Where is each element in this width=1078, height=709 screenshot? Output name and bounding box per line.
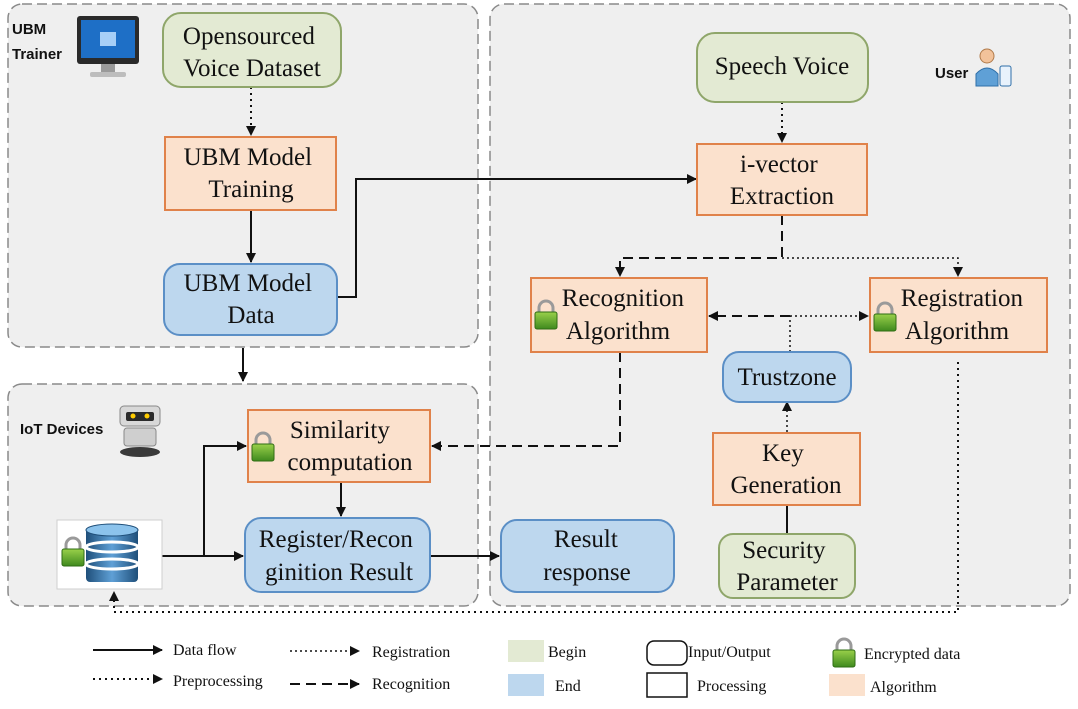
svg-text:Speech Voice: Speech Voice [715, 53, 849, 80]
legend-input-output: Input/Output [646, 640, 771, 666]
node-speech-voice: Speech Voice [696, 32, 869, 103]
node-similarity-computation: Similarity computation [247, 409, 431, 483]
node-trustzone: Trustzone [722, 351, 852, 403]
node-security-parameter: Security Parameter [718, 533, 856, 599]
legend-processing: Processing [646, 672, 766, 698]
svg-text:Begin: Begin [548, 644, 586, 661]
node-registration-algorithm: Registration Algorithm [869, 277, 1048, 353]
connectors [109, 87, 963, 613]
legend-encrypted-data: Encrypted data [831, 637, 960, 669]
database-icon [84, 523, 140, 582]
legend-preprocessing: Preprocessing [93, 673, 263, 690]
legend-registration: Registration [290, 644, 450, 661]
legend-data-flow: Data flow [93, 642, 237, 659]
svg-text:Algorithm: Algorithm [870, 679, 937, 696]
legend-end: End [508, 674, 581, 696]
robot-icon [119, 405, 161, 457]
svg-text:Encrypted data: Encrypted data [864, 646, 960, 663]
node-result-response: Result response [500, 519, 675, 593]
monitor-icon [77, 16, 139, 77]
node-register-recognition-result: Register/Recon ginition Result [244, 517, 431, 593]
node-ubm-model-training: UBM Model Training [164, 136, 337, 211]
svg-text:i-vector Extraction: i-vector Extraction [730, 151, 835, 210]
svg-text:Registration: Registration [372, 644, 450, 661]
user-label: User [935, 65, 969, 82]
svg-text:UBM Model Training: UBM Model Training [184, 144, 319, 203]
svg-text:End: End [555, 678, 581, 695]
svg-text:Data flow: Data flow [173, 642, 237, 659]
user-group [489, 3, 1071, 607]
svg-text:Result response: Result response [543, 526, 630, 586]
node-opensourced-voice-dataset: Opensourced Voice Dataset [162, 12, 342, 88]
ubm-trainer-label: UBM Trainer [12, 21, 62, 63]
iot-devices-label: IoT Devices [20, 421, 103, 438]
svg-text:Register/Recon ginition: Register/Recon ginition Result [259, 526, 419, 586]
svg-text:Recognition: Recognition [372, 676, 450, 693]
svg-text:Preprocessing: Preprocessing [173, 673, 263, 690]
svg-text:Recognition Algorithm: Recognition Algorithm [562, 285, 690, 345]
legend: Data flow Preprocessing Registration Rec… [93, 637, 960, 698]
svg-text:Input/Output: Input/Output [688, 644, 771, 661]
user-icon [975, 48, 1012, 87]
node-ivector-extraction: i-vector Extraction [696, 143, 868, 216]
svg-text:Registration Algorithm: Registration Algorithm [901, 285, 1029, 345]
svg-text:Key Generation: Key Generation [730, 440, 842, 499]
node-ubm-model-data: UBM Model Data [163, 263, 338, 336]
encrypted-database [56, 519, 163, 590]
legend-algorithm: Algorithm [829, 674, 937, 696]
node-recognition-algorithm: Recognition Algorithm [530, 277, 708, 353]
svg-text:Similarity computation: Similarity computation [288, 417, 413, 476]
svg-text:Trustzone: Trustzone [737, 364, 836, 391]
svg-text:Security Parameter: Security Parameter [736, 537, 838, 596]
legend-begin: Begin [508, 640, 586, 662]
legend-recognition: Recognition [290, 676, 450, 693]
lock-icon [831, 637, 857, 669]
svg-text:Processing: Processing [697, 678, 766, 695]
svg-text:Opensourced Voice Datase: Opensourced Voice Dataset [183, 23, 321, 82]
svg-text:UBM Model Data: UBM Model Data [184, 270, 319, 329]
node-key-generation: Key Generation [712, 432, 861, 506]
